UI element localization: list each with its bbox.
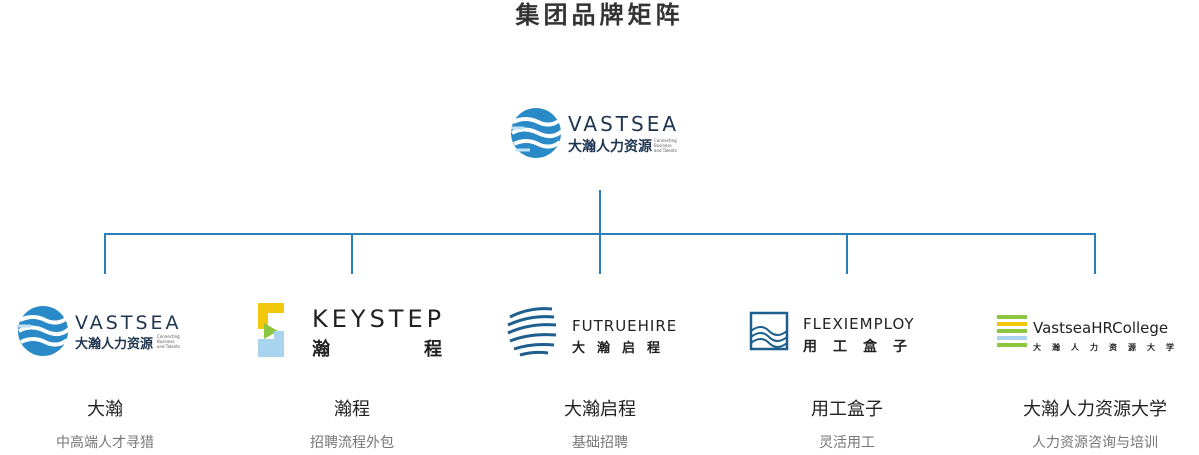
vastsea-group-logo: VASTSEA 大瀚人力资源 Connecting Business and T… [510,108,679,158]
tagline-line-3: and Talents [157,344,180,349]
box-wave-icon [749,311,789,351]
hr-college-wordmark: VastseaHRCollege [1033,319,1168,337]
keystep-cn-right: 程 [424,339,442,360]
vastsea-logo: VASTSEA 大瀚人力资源 Connecting Business and T… [17,306,182,356]
vastsea-wordmark: VASTSEA [568,112,679,136]
tagline-line-1: Connecting [654,138,677,143]
vastsea-cn-name: 大瀚人力资源 [75,336,153,352]
hr-college-logo: VastseaHRCollege 大瀚人力资源大学 [997,315,1185,352]
tagline-line-2: Business [157,339,175,344]
brand-name: 用工盒子 [811,399,883,420]
page-title: 集团品牌矩阵 [515,1,684,29]
striped-field-icon [997,315,1027,347]
flexiemploy-wordmark: FLEXIEMPLOY [803,315,915,333]
tagline-line-3: and Talents [654,148,677,153]
wave-stripes-icon [507,307,557,357]
brand-description: 基础招聘 [572,435,628,451]
futruehire-wordmark: FUTRUEHIRE [572,317,677,335]
keystep-logo: KEYSTEP 瀚 程 [258,303,445,360]
futruehire-logo: FUTRUEHIRE 大瀚启程 [507,307,677,357]
brand-description: 招聘流程外包 [310,435,394,451]
brand-description: 人力资源咨询与培训 [1032,435,1158,451]
futruehire-cn: 大瀚启程 [572,340,672,356]
brand-name: 大瀚 [87,399,123,420]
brand-name: 大瀚人力资源大学 [1023,399,1167,420]
tagline-line-1: Connecting [157,334,180,339]
vastsea-wordmark: VASTSEA [75,312,182,334]
tagline-line-2: Business [654,143,672,148]
keystep-cn-left: 瀚 [312,338,330,360]
hr-college-cn: 大瀚人力资源大学 [1033,342,1185,352]
brand-name: 瀚程 [334,399,370,420]
vastsea-cn-name: 大瀚人力资源 [568,138,652,155]
flexiemploy-logo: FLEXIEMPLOY 用工盒子 [749,311,923,355]
brand-description: 中高端人才寻猎 [56,435,154,451]
wave-globe-icon [17,306,71,356]
flexiemploy-cn: 用工盒子 [803,338,923,355]
keystep-wordmark: KEYSTEP [312,305,445,333]
brand-name: 大瀚启程 [564,399,636,420]
wave-globe-icon [510,108,564,158]
brand-description: 灵活用工 [819,435,875,451]
keystep-step-icon [258,303,284,357]
